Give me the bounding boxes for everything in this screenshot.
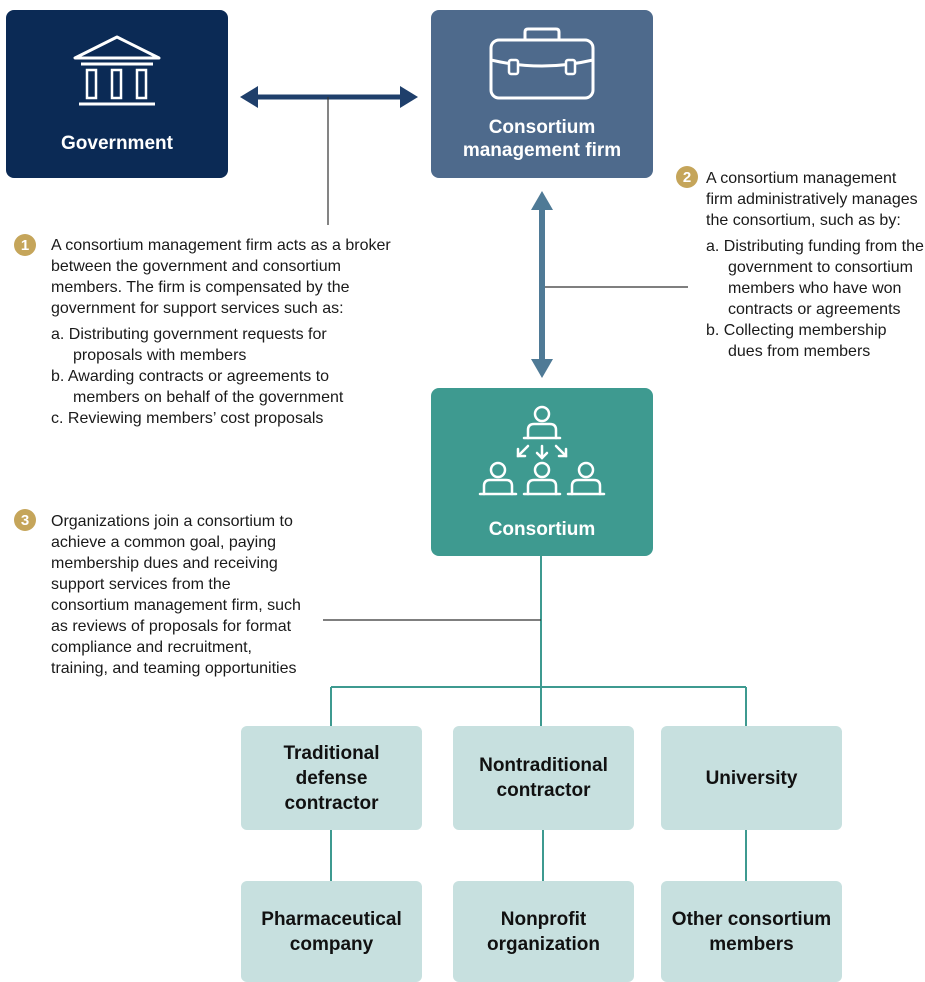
gov-firm-arrow-right-head [400,86,418,108]
briefcase-icon [489,27,595,100]
note1-badge: 1 [14,234,36,256]
note1-list: a. Distributing government requests for … [51,324,391,429]
note1-item-a: a. Distributing government requests for … [51,326,327,364]
note2-badge: 2 [676,166,698,188]
note3-text: Organizations join a consortium to achie… [51,513,301,677]
member-nontraditional-contractor: Nontraditional contractor [453,726,634,830]
note2-callout: A consortium management firm administrat… [706,168,924,362]
firm-cons-arrow-bottom-head [531,359,553,378]
note1-callout: A consortium management firm acts as a b… [51,235,391,429]
consortium-management-firm-box: Consortium management firm [431,10,653,178]
firm-cons-arrow-top-head [531,191,553,210]
government-building-icon [73,35,161,105]
org-hierarchy-icon [478,405,606,495]
note2-item-a: a. Distributing funding from the governm… [706,238,924,318]
note2-list: a. Distributing funding from the governm… [706,236,924,362]
member-nonprofit-organization: Nonprofit organization [453,881,634,982]
member-other-consortium-members: Other consortium members [661,881,842,982]
note1-item-b: b. Awarding contracts or agreements to m… [51,368,344,406]
note3-callout: Organizations join a consortium to achie… [51,511,313,679]
member-pharmaceutical-company: Pharmaceutical company [241,881,422,982]
government-label: Government [61,132,173,154]
government-box: Government [6,10,228,178]
consortium-label: Consortium [488,518,596,540]
member-university: University [661,726,842,830]
firm-label-line1: Consortium [488,117,596,138]
note3-badge: 3 [14,509,36,531]
gov-firm-arrow-left-head [240,86,258,108]
consortium-box: Consortium [431,388,653,556]
firm-label-line2: management firm [462,140,622,161]
note2-text: A consortium management firm administrat… [706,170,918,229]
note2-item-b: b. Collecting membership dues from membe… [706,322,887,360]
note1-item-c: c. Reviewing members’ cost proposals [51,410,324,427]
member-traditional-defense-contractor: Traditional defense contractor [241,726,422,830]
note1-text: A consortium management firm acts as a b… [51,237,391,317]
